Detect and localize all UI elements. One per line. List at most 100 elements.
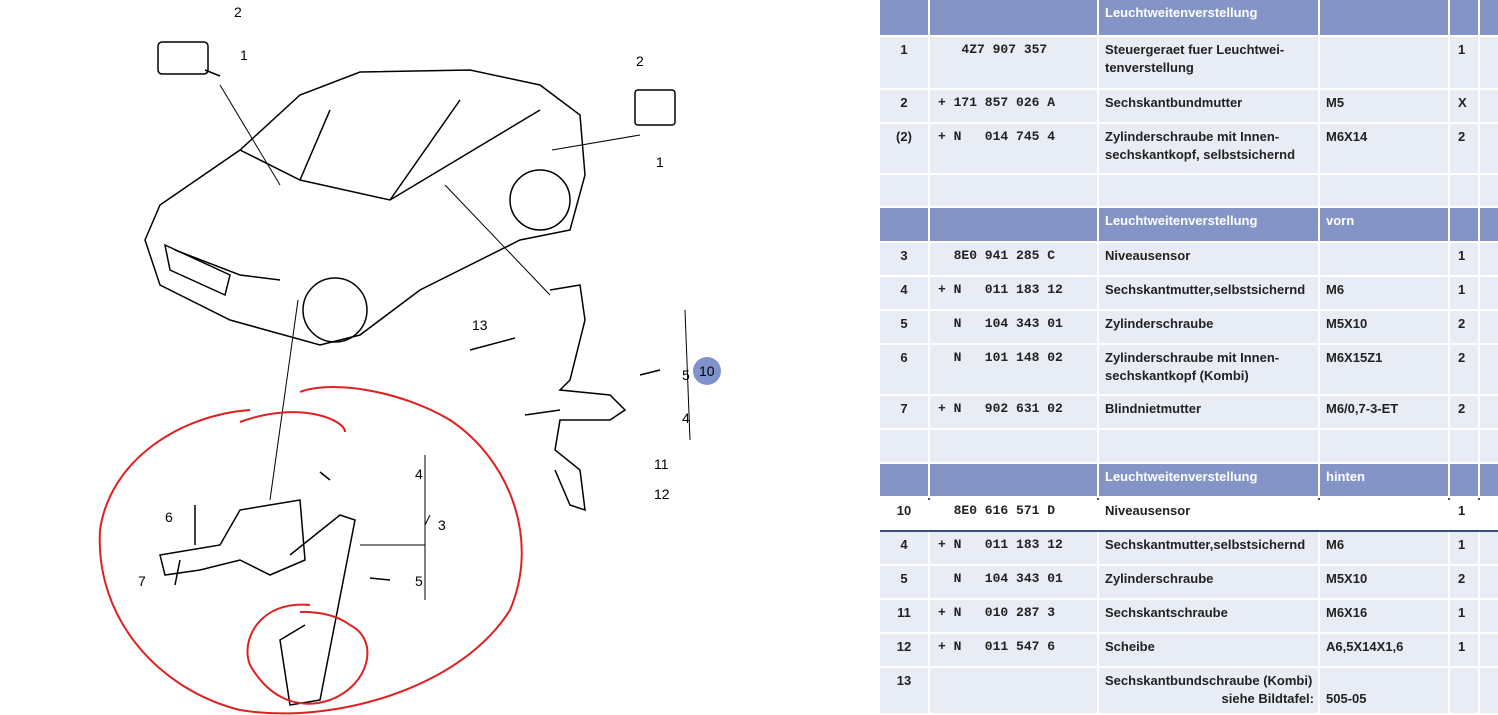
part-number-cell [930, 0, 1097, 35]
part-number-cell: + N 010 287 3 [930, 600, 1097, 632]
part-number-cell: + N 011 547 6 [930, 634, 1097, 666]
table-row[interactable]: 1 4Z7 907 357 Steuergeraet fuer Leuchtwei… [880, 37, 1498, 90]
car-drawing [144, 69, 586, 346]
extra-cell [1480, 668, 1498, 713]
svg-text:3: 3 [438, 517, 446, 533]
position-number: 4 [900, 537, 908, 552]
description: Steuergeraet fuer Leuchtwei-tenverstellu… [1105, 42, 1285, 75]
description-cell: Niveausensor [1099, 498, 1318, 530]
description-cell: Steuergeraet fuer Leuchtwei-tenverstellu… [1099, 37, 1318, 88]
svg-text:2: 2 [636, 53, 644, 69]
position-number: 11 [897, 605, 911, 620]
part-number-cell: 4Z7 907 357 [930, 37, 1097, 88]
specification-cell: M6 [1320, 277, 1448, 309]
specification-cell: M6X15Z1 [1320, 345, 1448, 394]
parts-table: Leuchtweitenverstellung 1 4Z7 907 357 Steu… [880, 0, 1498, 715]
position-number: 5 [900, 571, 908, 586]
specification-cell: M5X10 [1320, 311, 1448, 343]
extra-cell [1480, 532, 1498, 564]
quantity-cell: 1 [1450, 634, 1478, 666]
table-row[interactable]: 3 8E0 941 285 C Niveausensor 1 [880, 243, 1498, 277]
position-number-cell: 11 [880, 600, 928, 632]
description-cell: Niveausensor [1099, 243, 1318, 275]
quantity: 1 [1458, 639, 1466, 654]
description-cell: Blindnietmutter [1099, 396, 1318, 428]
svg-text:7: 7 [138, 573, 146, 589]
svg-text:11: 11 [654, 456, 669, 472]
svg-text:10: 10 [699, 363, 715, 379]
specification-cell: A6,5X14X1,6 [1320, 634, 1448, 666]
quantity-cell: 1 [1450, 498, 1478, 530]
description: Sechskantmutter,selbstsichernd [1105, 537, 1306, 552]
quantity: 1 [1458, 605, 1466, 620]
part-number: + N 011 183 12 [938, 282, 1063, 297]
specification-cell: M5 [1320, 90, 1448, 122]
quantity: 1 [1458, 503, 1466, 518]
table-row[interactable] [880, 430, 1498, 464]
quantity-cell: 1 [1450, 37, 1478, 88]
position-number-cell [880, 430, 928, 462]
part-number-cell [930, 464, 1097, 496]
position-number-cell: 5 [880, 566, 928, 598]
svg-text:5: 5 [682, 367, 690, 383]
description-cell: Sechskantmutter,selbstsichernd [1099, 532, 1318, 564]
extra-cell [1480, 243, 1498, 275]
part-number: 8E0 941 285 C [938, 248, 1056, 263]
description: Sechskantschraube [1105, 605, 1228, 620]
quantity-cell: 1 [1450, 243, 1478, 275]
description: Niveausensor [1105, 503, 1191, 518]
table-row[interactable]: 11 + N 010 287 3 Sechskantschraube M6X16 1 [880, 600, 1498, 634]
svg-text:1: 1 [240, 47, 248, 63]
description-cell: Scheibe [1099, 634, 1318, 666]
position-number-cell: 4 [880, 532, 928, 564]
extra-cell [1480, 634, 1498, 666]
svg-text:1: 1 [656, 154, 664, 170]
part-number-cell: N 101 148 02 [930, 345, 1097, 394]
level-sensor-rear [469, 284, 661, 512]
specification: M6/0,7-3-ET [1326, 401, 1399, 416]
position-number: 4 [900, 282, 908, 297]
specification: M6X16 [1326, 605, 1368, 620]
quantity-cell: 2 [1450, 311, 1478, 343]
specification-cell: M6X14 [1320, 124, 1448, 173]
part-number-cell: N 104 343 01 [930, 566, 1097, 598]
position-number: 12 [896, 639, 912, 654]
quantity-cell: 2 [1450, 396, 1478, 428]
position-number-cell: 12 [880, 634, 928, 666]
specification-cell: 505-05 [1320, 668, 1448, 713]
specification: vorn [1326, 213, 1355, 228]
position-number-cell: 6 [880, 345, 928, 394]
part-number: 4Z7 907 357 [938, 42, 1048, 57]
specification-cell [1320, 0, 1448, 35]
selected-marker-10[interactable]: 10 [693, 357, 721, 385]
position-number-cell: 1 [880, 37, 928, 88]
position-number-cell: 3 [880, 243, 928, 275]
extra-cell [1480, 566, 1498, 598]
svg-text:4: 4 [415, 466, 423, 482]
description-cell: Leuchtweitenverstellung [1099, 208, 1318, 241]
part-number-cell [930, 668, 1097, 713]
extra-cell [1480, 464, 1498, 496]
description-cell: Zylinderschraube [1099, 566, 1318, 598]
part-number-cell: + N 011 183 12 [930, 277, 1097, 309]
specification: M6X15Z1 [1326, 350, 1383, 365]
position-number-cell: 13 [880, 668, 928, 713]
quantity-cell [1450, 668, 1478, 713]
specification-cell [1320, 243, 1448, 275]
specification: M6 [1326, 537, 1345, 552]
table-row[interactable] [880, 175, 1498, 208]
quantity-cell [1450, 430, 1478, 462]
position-number-cell [880, 0, 928, 35]
svg-text:13: 13 [472, 317, 488, 333]
